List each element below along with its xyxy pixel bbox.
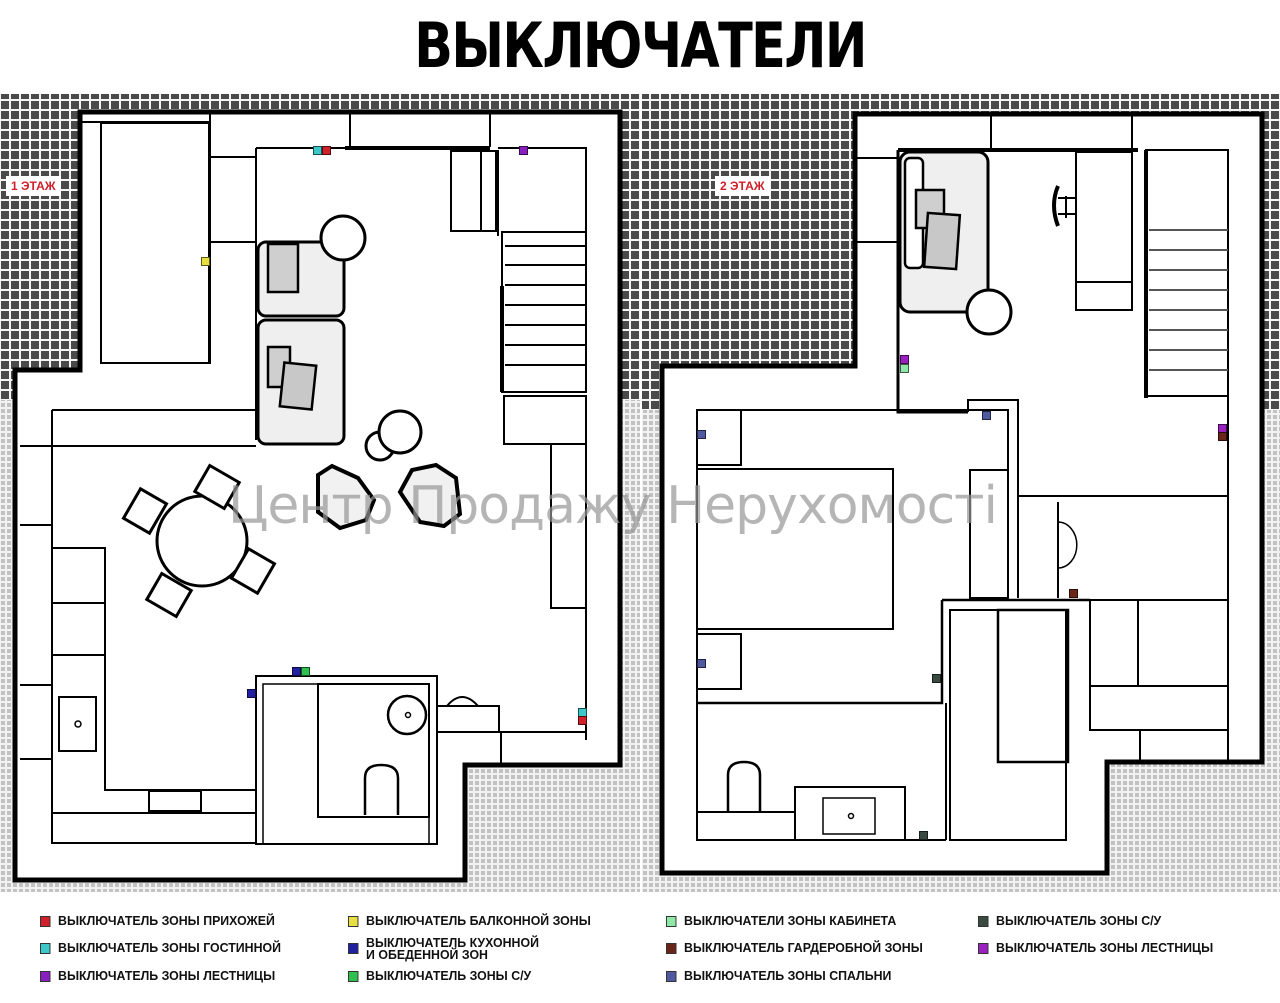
legend-label: ВЫКЛЮЧАТЕЛЬ КУХОННОЙ И ОБЕДЕННОЙ ЗОН [366, 935, 539, 962]
swatch-icon [40, 971, 51, 982]
swatch-icon [348, 971, 359, 982]
switch-marker-kitchen-dining-floor-1 [292, 667, 301, 676]
swatch-icon [40, 916, 51, 927]
floor-1-plan [12, 109, 623, 883]
legend-label-line-2: И ОБЕДЕННОЙ ЗОН [366, 947, 488, 962]
legend-label: ВЫКЛЮЧАТЕЛЬ ЗОНЫ ЛЕСТНИЦЫ [58, 968, 276, 983]
legend-item-wc-1: ВЫКЛЮЧАТЕЛЬ ЗОНЫ С/У [348, 968, 532, 983]
swatch-icon [348, 943, 359, 954]
legend-item-kitchen-dining: ВЫКЛЮЧАТЕЛЬ КУХОННОЙ И ОБЕДЕННОЙ ЗОН [348, 935, 539, 962]
switch-marker-wc-floor-2 [919, 831, 928, 840]
swatch-icon [666, 971, 677, 982]
switch-marker-kitchen-dining-floor-1 [247, 689, 256, 698]
switch-marker-wc-floor-2 [932, 674, 941, 683]
switch-marker-stairs-floor-1 [519, 146, 528, 155]
switch-marker-bedroom-floor-2 [697, 659, 706, 668]
switch-marker-hallway-floor-1 [322, 146, 331, 155]
switch-marker-wardrobe-floor-2 [1218, 432, 1227, 441]
swatch-icon [666, 943, 677, 954]
legend-item-living: ВЫКЛЮЧАТЕЛЬ ЗОНЫ ГОСТИННОЙ [40, 940, 282, 955]
legend: ВЫКЛЮЧАТЕЛЬ ЗОНЫ ПРИХОЖЕЙ ВЫКЛЮЧАТЕЛЬ ЗО… [0, 905, 1280, 1003]
swatch-icon [666, 916, 677, 927]
switch-marker-wc-floor-1 [301, 667, 310, 676]
floor-2-label: 2 ЭТАЖ [715, 176, 770, 196]
legend-label: ВЫКЛЮЧАТЕЛИ ЗОНЫ КАБИНЕТА [684, 913, 897, 928]
legend-item-bedroom: ВЫКЛЮЧАТЕЛЬ ЗОНЫ СПАЛЬНИ [666, 968, 892, 983]
legend-item-stairs-1: ВЫКЛЮЧАТЕЛЬ ЗОНЫ ЛЕСТНИЦЫ [40, 968, 276, 983]
legend-label-line-1: ВЫКЛЮЧАТЕЛЬ КУХОННОЙ [366, 935, 539, 950]
legend-label: ВЫКЛЮЧАТЕЛЬ БАЛКОННОЙ ЗОНЫ [366, 913, 591, 928]
swatch-icon [40, 943, 51, 954]
switch-marker-living-floor-1 [313, 146, 322, 155]
legend-label: ВЫКЛЮЧАТЕЛЬ ЗОНЫ ГОСТИННОЙ [58, 940, 282, 955]
legend-item-wardrobe: ВЫКЛЮЧАТЕЛЬ ГАРДЕРОБНОЙ ЗОНЫ [666, 940, 923, 955]
legend-item-wc-2: ВЫКЛЮЧАТЕЛЬ ЗОНЫ С/У [978, 913, 1162, 928]
switch-marker-hallway-floor-1 [578, 716, 587, 725]
legend-label: ВЫКЛЮЧАТЕЛЬ ЗОНЫ С/У [996, 913, 1162, 928]
legend-item-stairs-2: ВЫКЛЮЧАТЕЛЬ ЗОНЫ ЛЕСТНИЦЫ [978, 940, 1214, 955]
switch-marker-stairs-floor-2 [900, 355, 909, 364]
legend-label: ВЫКЛЮЧАТЕЛЬ ЗОНЫ ЛЕСТНИЦЫ [996, 940, 1214, 955]
legend-item-balcony: ВЫКЛЮЧАТЕЛЬ БАЛКОННОЙ ЗОНЫ [348, 913, 591, 928]
floor-1-label: 1 ЭТАЖ [6, 176, 61, 196]
page-title: ВЫКЛЮЧАТЕЛИ [414, 9, 867, 82]
legend-label: ВЫКЛЮЧАТЕЛЬ ЗОНЫ СПАЛЬНИ [684, 968, 892, 983]
legend-label: ВЫКЛЮЧАТЕЛЬ ЗОНЫ С/У [366, 968, 532, 983]
switch-marker-wardrobe-floor-2 [1069, 589, 1078, 598]
legend-item-hallway: ВЫКЛЮЧАТЕЛЬ ЗОНЫ ПРИХОЖЕЙ [40, 913, 275, 928]
swatch-icon [978, 943, 989, 954]
swatch-icon [348, 916, 359, 927]
legend-item-office: ВЫКЛЮЧАТЕЛИ ЗОНЫ КАБИНЕТА [666, 913, 897, 928]
switch-marker-office-floor-2 [900, 364, 909, 373]
switch-marker-bedroom-floor-2 [697, 430, 706, 439]
switch-marker-balcony-floor-1 [201, 257, 210, 266]
legend-label: ВЫКЛЮЧАТЕЛЬ ГАРДЕРОБНОЙ ЗОНЫ [684, 940, 923, 955]
floor-plans [0, 94, 1280, 892]
swatch-icon [978, 916, 989, 927]
switch-marker-bedroom-floor-2 [982, 411, 991, 420]
floor-2-plan [659, 111, 1265, 876]
legend-label: ВЫКЛЮЧАТЕЛЬ ЗОНЫ ПРИХОЖЕЙ [58, 913, 275, 928]
